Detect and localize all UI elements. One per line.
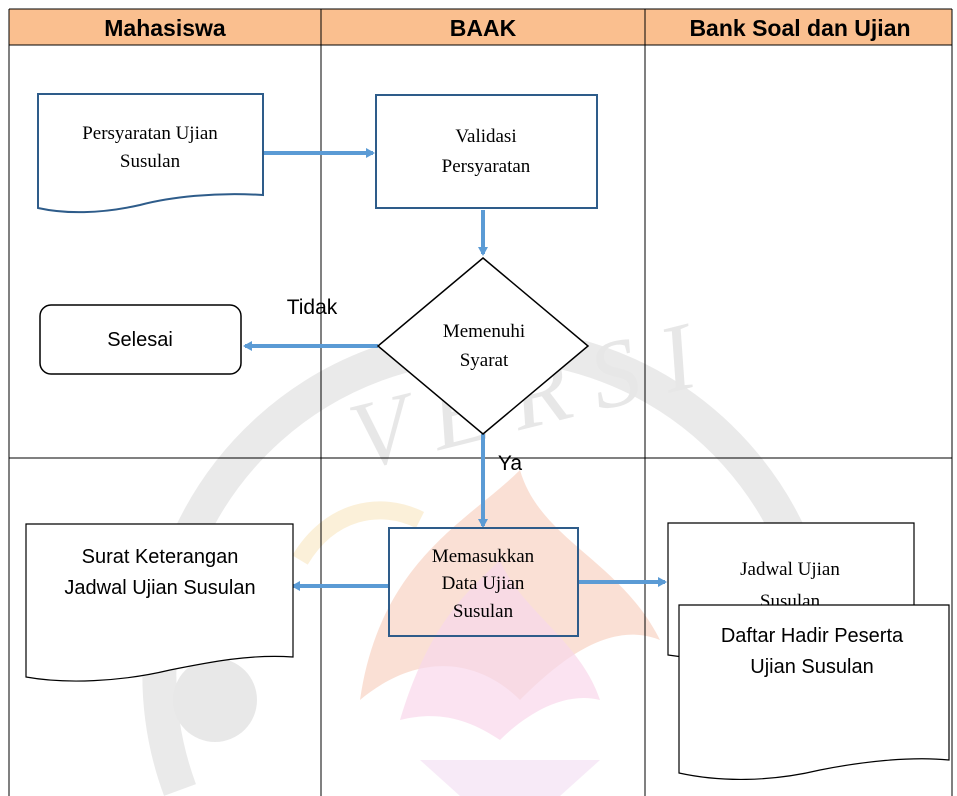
daftar-hadir-document: [678, 604, 950, 780]
surat-line1: Surat Keterangan: [82, 546, 239, 568]
tidak-label: Tidak: [287, 296, 338, 319]
validasi-persyaratan-process: [375, 94, 598, 209]
validasi-line1: Validasi: [455, 126, 516, 147]
selesai-label: Selesai: [107, 329, 173, 351]
lane-header-row: [9, 9, 952, 45]
lane-header-mahasiswa: Mahasiswa: [104, 15, 226, 41]
daftar-line1: Daftar Hadir Peserta: [721, 625, 904, 647]
swimlane-grid: [8, 8, 953, 796]
memasukkan-line3: Susulan: [453, 601, 514, 622]
memenuhi-line1: Memenuhi: [443, 321, 525, 342]
memasukkan-line2: Data Ujian: [442, 573, 525, 594]
lane-header-baak: BAAK: [450, 15, 517, 41]
validasi-line2: Persyaratan: [442, 156, 531, 177]
persyaratan-line2: Susulan: [120, 151, 181, 172]
surat-line2: Jadwal Ujian Susulan: [64, 577, 255, 599]
persyaratan-line1: Persyaratan Ujian: [82, 123, 218, 144]
persyaratan-ujian-document: [37, 93, 264, 214]
memenuhi-syarat-decision: [376, 257, 590, 435]
lane-header-bank-soal: Bank Soal dan Ujian: [689, 15, 910, 41]
selesai-terminator: [39, 304, 242, 375]
memasukkan-line1: Memasukkan: [432, 546, 535, 567]
daftar-line2: Ujian Susulan: [750, 656, 873, 678]
surat-keterangan-document: [25, 523, 294, 682]
jadwal-line1: Jadwal Ujian: [740, 559, 840, 580]
ya-label: Ya: [498, 452, 522, 475]
memasukkan-data-process: [388, 527, 579, 637]
memenuhi-line2: Syarat: [460, 350, 509, 371]
